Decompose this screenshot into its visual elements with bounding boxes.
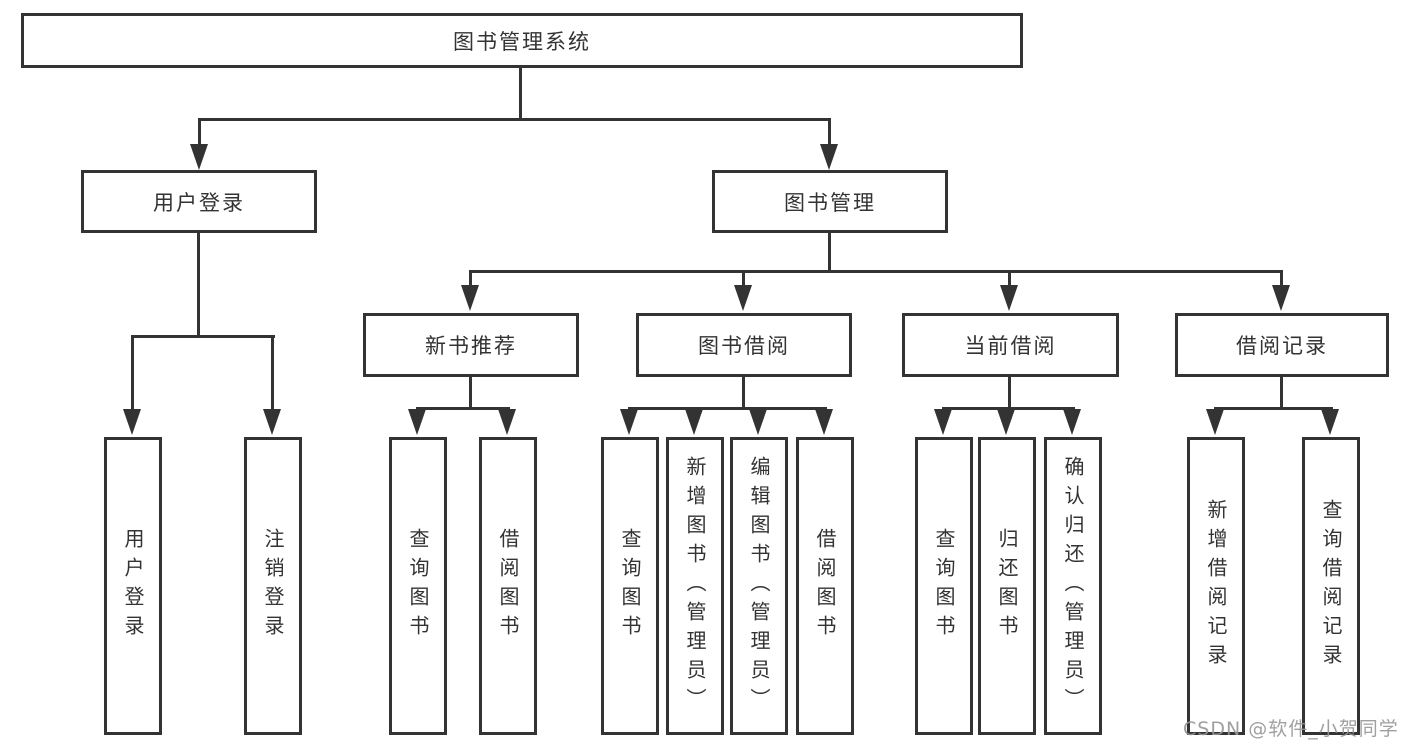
node-book-borrow-label: 图书借阅 bbox=[698, 334, 790, 358]
connector-currentborrow-stem bbox=[1008, 377, 1011, 407]
leaf-add-book-admin: 新增图书（管理员） bbox=[666, 437, 724, 735]
node-borrow-record-label: 借阅记录 bbox=[1236, 334, 1328, 358]
arrow-down-icon bbox=[1000, 285, 1018, 311]
connector-bookmgmt-drop-4 bbox=[1280, 270, 1283, 288]
connector-userlogin-stem bbox=[197, 233, 200, 335]
node-book-management-label: 图书管理 bbox=[784, 190, 876, 215]
connector-root-hline bbox=[198, 118, 831, 121]
arrow-down-icon bbox=[620, 409, 638, 435]
connector-bookborrow-stem bbox=[742, 377, 745, 407]
leaf-newbook-borrow-book-label: 借阅图书 bbox=[496, 528, 520, 644]
node-root: 图书管理系统 bbox=[21, 13, 1023, 68]
leaf-newbook-query-book: 查询图书 bbox=[389, 437, 447, 735]
arrow-down-icon bbox=[408, 409, 426, 435]
arrow-down-icon bbox=[123, 409, 141, 435]
arrow-down-icon bbox=[461, 285, 479, 311]
connector-newbook-stem bbox=[469, 377, 472, 407]
leaf-add-borrow-record-label: 新增借阅记录 bbox=[1204, 499, 1228, 673]
arrow-down-icon bbox=[1321, 409, 1339, 435]
leaf-logout-label: 注销登录 bbox=[261, 528, 285, 644]
leaf-add-book-admin-label: 新增图书（管理员） bbox=[683, 455, 707, 717]
connector-userlogin-drop-1 bbox=[131, 335, 134, 411]
leaf-borrow-book: 借阅图书 bbox=[796, 437, 854, 735]
connector-currentborrow-hline bbox=[942, 407, 1075, 410]
arrow-down-icon bbox=[934, 409, 952, 435]
connector-bookmgmt-drop-2 bbox=[742, 270, 745, 288]
node-current-borrow-label: 当前借阅 bbox=[964, 334, 1057, 358]
arrow-down-icon bbox=[749, 409, 767, 435]
leaf-logout: 注销登录 bbox=[244, 437, 302, 735]
leaf-user-login-label: 用户登录 bbox=[121, 528, 145, 644]
leaf-user-login: 用户登录 bbox=[104, 437, 162, 735]
arrow-down-icon bbox=[1272, 285, 1290, 311]
leaf-newbook-borrow-book: 借阅图书 bbox=[479, 437, 537, 735]
leaf-add-borrow-record: 新增借阅记录 bbox=[1187, 437, 1245, 735]
arrow-down-icon bbox=[190, 144, 208, 170]
node-current-borrow: 当前借阅 bbox=[902, 313, 1119, 377]
connector-userlogin-drop-2 bbox=[271, 335, 274, 411]
arrow-down-icon bbox=[997, 409, 1015, 435]
arrow-down-icon bbox=[263, 409, 281, 435]
leaf-query-borrow-record: 查询借阅记录 bbox=[1302, 437, 1360, 735]
leaf-confirm-return-admin: 确认归还（管理员） bbox=[1044, 437, 1102, 735]
arrow-down-icon bbox=[685, 409, 703, 435]
leaf-return-book: 归还图书 bbox=[978, 437, 1036, 735]
leaf-current-query-book: 查询图书 bbox=[915, 437, 973, 735]
leaf-borrow-query-book-label: 查询图书 bbox=[618, 528, 642, 644]
leaf-query-borrow-record-label: 查询借阅记录 bbox=[1319, 499, 1343, 673]
connector-bookmgmt-drop-3 bbox=[1008, 270, 1011, 288]
connector-bookmgmt-hline bbox=[469, 270, 1283, 273]
connector-userlogin-hline bbox=[131, 335, 275, 338]
connector-root-drop-right bbox=[828, 118, 831, 146]
connector-bookmgmt-stem bbox=[828, 233, 831, 270]
connector-borrowrecord-hline bbox=[1214, 407, 1333, 410]
connector-root-drop-left bbox=[198, 118, 201, 146]
node-user-login-label: 用户登录 bbox=[153, 190, 245, 215]
leaf-edit-book-admin-label: 编辑图书（管理员） bbox=[747, 455, 771, 717]
watermark: CSDN @软件_小贺同学 bbox=[1183, 718, 1399, 740]
node-new-book-recommend: 新书推荐 bbox=[363, 313, 579, 377]
connector-newbook-hline bbox=[416, 407, 510, 410]
node-new-book-recommend-label: 新书推荐 bbox=[425, 334, 517, 358]
node-borrow-record: 借阅记录 bbox=[1175, 313, 1389, 377]
arrow-down-icon bbox=[734, 285, 752, 311]
node-book-management: 图书管理 bbox=[712, 170, 948, 233]
arrow-down-icon bbox=[498, 409, 516, 435]
node-user-login: 用户登录 bbox=[81, 170, 317, 233]
leaf-borrow-book-label: 借阅图书 bbox=[813, 528, 837, 644]
node-book-borrow: 图书借阅 bbox=[636, 313, 852, 377]
arrow-down-icon bbox=[1206, 409, 1224, 435]
connector-bookmgmt-drop-1 bbox=[469, 270, 472, 288]
leaf-newbook-query-book-label: 查询图书 bbox=[406, 528, 430, 644]
connector-bookborrow-hline bbox=[628, 407, 827, 410]
leaf-edit-book-admin: 编辑图书（管理员） bbox=[730, 437, 788, 735]
leaf-borrow-query-book: 查询图书 bbox=[601, 437, 659, 735]
arrow-down-icon bbox=[815, 409, 833, 435]
leaf-confirm-return-admin-label: 确认归还（管理员） bbox=[1061, 455, 1085, 717]
arrow-down-icon bbox=[1063, 409, 1081, 435]
connector-borrowrecord-stem bbox=[1280, 377, 1283, 407]
leaf-return-book-label: 归还图书 bbox=[995, 528, 1019, 644]
arrow-down-icon bbox=[820, 144, 838, 170]
node-root-label: 图书管理系统 bbox=[453, 29, 591, 54]
connector-root-stem bbox=[519, 68, 522, 118]
leaf-current-query-book-label: 查询图书 bbox=[932, 528, 956, 644]
